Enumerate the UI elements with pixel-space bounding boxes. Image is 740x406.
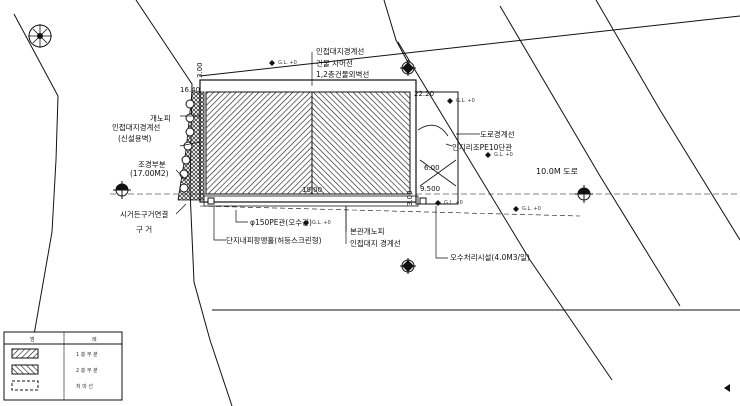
label-gl-1: G.L. +0 bbox=[278, 60, 297, 66]
label-landscape-area: (17.00M2) bbox=[130, 169, 169, 178]
label-gl-3: G.L. +0 bbox=[494, 152, 513, 158]
dim-right-mid: 6.00 bbox=[424, 164, 440, 172]
label-landscape: 조경부분 bbox=[138, 159, 166, 169]
legend bbox=[3, 331, 123, 401]
label-ditch: 구 거 bbox=[136, 225, 152, 234]
label-building-line: 건물 자어선 bbox=[316, 58, 353, 68]
dim-top-left: 16.40 bbox=[180, 86, 200, 94]
dim-left-vert: 3.00 bbox=[196, 62, 204, 78]
leader-lines bbox=[175, 52, 480, 259]
label-adjacent-left: 인접대지경계선 bbox=[112, 122, 160, 132]
legend-row-1: 1 층 부 분 bbox=[76, 351, 98, 358]
legend-row-3: 처 마 선 bbox=[76, 383, 93, 390]
label-pipe-150: φ150PE관(오수관) bbox=[250, 217, 312, 227]
label-drain-cover: 개노피 bbox=[150, 113, 171, 123]
label-existing-ditch: 시거든구거연결 bbox=[120, 209, 168, 219]
label-road-width: 10.0M 도로 bbox=[536, 167, 578, 176]
label-septic: 오수처리시설(4.0M3/일) bbox=[450, 253, 530, 262]
label-gl-6: G.L. +0 bbox=[312, 220, 331, 226]
label-adjacent-bottom: 인접대지 경계선 bbox=[350, 238, 401, 248]
label-gl-4: G.L. +0 bbox=[522, 206, 541, 212]
survey-marker-icon bbox=[113, 60, 593, 274]
legend-row-2: 2 층 부 분 bbox=[76, 367, 98, 374]
label-adjacent-left-sub: (신설용벽) bbox=[118, 133, 152, 143]
corner-mark-icon bbox=[724, 384, 730, 392]
label-pipe-right: 인지리조PE10단관 bbox=[452, 142, 512, 152]
dim-bottom: 19.00 bbox=[302, 186, 322, 194]
legend-header-right: 례 bbox=[92, 336, 97, 343]
dim-top-right: 22.20 bbox=[414, 90, 434, 98]
dim-bottom-offset: 3.00 bbox=[406, 190, 414, 206]
label-gl-5: G.L. +0 bbox=[444, 200, 463, 206]
label-outer-wall: 1,2층건물외벽선 bbox=[316, 69, 369, 79]
boundary-lines bbox=[13, 0, 740, 406]
label-adjacent-boundary: 인접대지경계선 bbox=[316, 46, 364, 56]
north-arrow-icon bbox=[28, 24, 52, 48]
elevation-marks bbox=[269, 60, 519, 226]
label-road-boundary: 도로경계선 bbox=[480, 129, 515, 139]
label-culvert: 본관개노피 bbox=[350, 226, 385, 236]
label-gl-2: G.L. +0 bbox=[456, 98, 475, 104]
building-footprint bbox=[199, 79, 459, 207]
manhole-icon bbox=[207, 197, 427, 205]
legend-header-left: 범 bbox=[30, 336, 35, 343]
dim-right-low: 9.500 bbox=[420, 185, 440, 193]
label-site-drain: 단지내피팡맹홀(허등스크린형) bbox=[226, 235, 322, 245]
